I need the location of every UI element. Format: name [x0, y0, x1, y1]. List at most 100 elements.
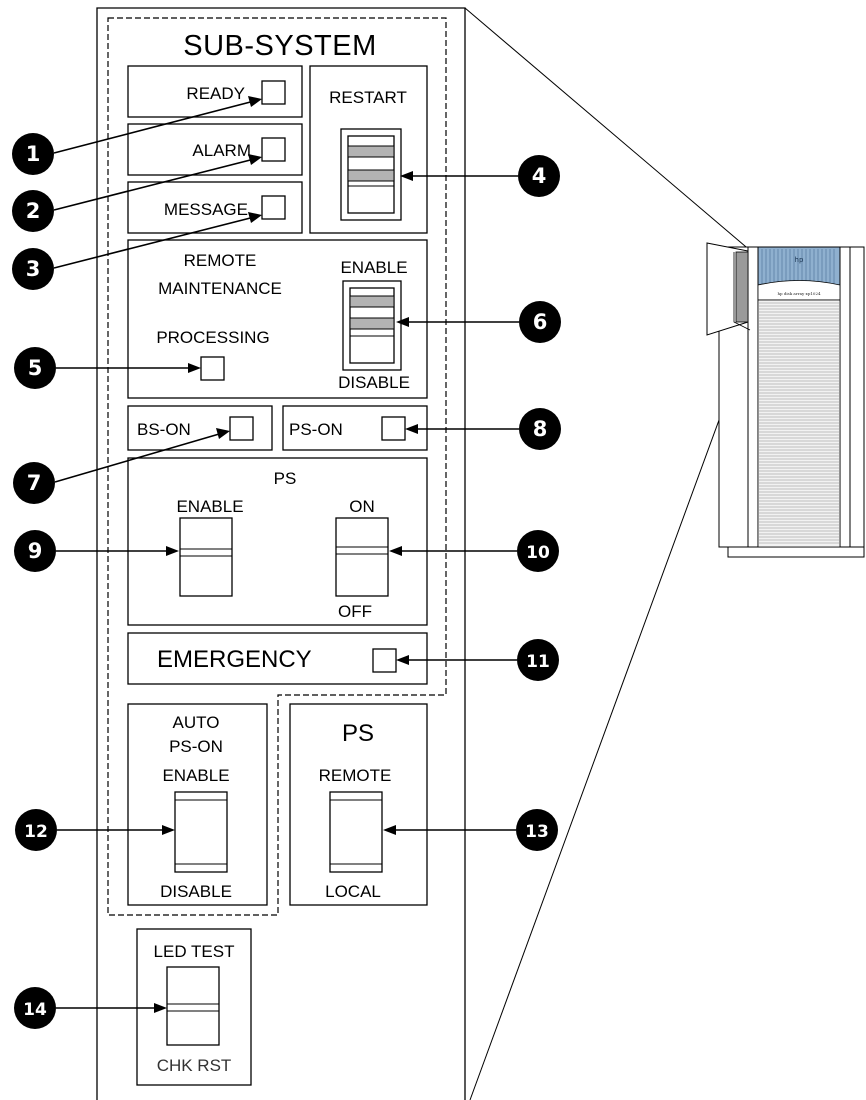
callout-marker: [14, 987, 56, 1029]
auto-disable-label: DISABLE: [160, 882, 232, 901]
cabinet-product-text: hp disk array xp1024: [777, 291, 821, 296]
callout-number: 2: [26, 199, 41, 223]
callout-marker: [13, 462, 55, 504]
restart-switch-stripe: [347, 169, 395, 182]
ps-local-label: LOCAL: [325, 882, 381, 901]
leader-line-2: [53, 157, 259, 211]
cabinet-badge: [757, 280, 841, 301]
arrowhead-3: [248, 212, 262, 223]
emergency-label: EMERGENCY: [157, 646, 312, 673]
callout-number: 11: [526, 652, 550, 672]
message-box: [127, 181, 303, 234]
remote-disable-label: DISABLE: [338, 373, 410, 392]
processing-label: PROCESSING: [156, 328, 269, 347]
led-test-label: LED TEST: [154, 942, 235, 961]
ready-led: [261, 80, 286, 105]
auto-ps-on-switch[interactable]: [174, 791, 228, 873]
ps-mode-label: PS: [342, 720, 374, 747]
arrowhead-12: [162, 825, 175, 835]
ready-label: READY: [186, 84, 245, 103]
callout-number: 3: [26, 257, 41, 281]
panel-title: SUB-SYSTEM: [183, 30, 377, 62]
ps-enable-switch[interactable]: [179, 517, 233, 597]
cabinet-grille: [757, 299, 841, 548]
ready-box: [127, 65, 303, 118]
restart-box: [309, 65, 428, 234]
arrowhead-14: [154, 1003, 167, 1013]
callout-marker: [12, 248, 54, 290]
cabinet-grille-lines: [759, 302, 839, 544]
callout-number: 4: [532, 164, 547, 188]
restart-switch-stripe: [347, 145, 395, 158]
callout-number: 5: [28, 356, 43, 380]
callout-marker: [15, 809, 57, 851]
cabinet-logo: hp: [795, 256, 804, 264]
callout-number: 12: [24, 822, 48, 842]
ps-mode-switch[interactable]: [329, 791, 383, 873]
ps-enable-label: ENABLE: [176, 497, 243, 516]
ps-on-off-switch[interactable]: [335, 517, 389, 597]
arrowhead-5: [188, 363, 201, 373]
ps-mode-box: [289, 703, 428, 906]
bs-on-led: [229, 416, 254, 441]
leader-line-1: [53, 99, 259, 154]
emergency-led: [372, 648, 397, 673]
remote-label-line1: REMOTE: [184, 251, 257, 270]
bs-on-label: BS-ON: [137, 420, 191, 439]
callout-marker: [519, 408, 561, 450]
callout-number: 9: [28, 539, 43, 563]
callout-number: 8: [533, 417, 548, 441]
ps-remote-label: REMOTE: [319, 766, 392, 785]
auto-label-line1: AUTO: [173, 713, 220, 732]
alarm-box: [127, 123, 303, 176]
auto-enable-label: ENABLE: [162, 766, 229, 785]
callout-marker: [14, 347, 56, 389]
subsystem-group-boundary: [107, 17, 447, 916]
remote-switch-stripe: [349, 295, 395, 308]
cabinet-door-handle: [733, 252, 751, 331]
cabinet-side-right: [839, 246, 851, 548]
callout-marker: [12, 133, 54, 175]
callout-marker: [12, 190, 54, 232]
panel-frame: [96, 7, 466, 1100]
message-led: [261, 195, 286, 220]
callout-number: 14: [23, 1000, 47, 1020]
ps-off-switch-label: OFF: [338, 602, 372, 621]
disk-array-cabinet: hp hp disk array xp1024: [706, 242, 865, 558]
emergency-box: [127, 632, 428, 685]
arrowhead-7: [216, 428, 230, 439]
callout-marker: [519, 301, 561, 343]
bs-on-box: [127, 405, 273, 451]
callout-marker: [14, 530, 56, 572]
led-test-switch[interactable]: [166, 966, 220, 1046]
arrowhead-10: [389, 546, 402, 556]
cabinet-base: [727, 546, 865, 558]
arrowhead-6: [396, 317, 409, 327]
chk-rst-label: CHK RST: [157, 1056, 232, 1075]
remote-maintenance-box: [127, 239, 428, 399]
arrowhead-2: [248, 154, 262, 165]
ps-label: PS: [274, 469, 297, 488]
callout-arrows: [53, 96, 519, 1013]
ps-on-led: [381, 416, 406, 441]
callout-marker: [516, 809, 558, 851]
led-test-box: [136, 928, 252, 1086]
arrowhead-13: [383, 825, 396, 835]
callout-number: 6: [533, 310, 548, 334]
callout-marker: [517, 639, 559, 681]
remote-label-line2: MAINTENANCE: [158, 279, 282, 298]
arrowhead-1: [248, 96, 262, 107]
ps-on-label: PS-ON: [289, 420, 343, 439]
zoom-line-bottom: [469, 329, 753, 1100]
leader-line-7: [54, 431, 227, 483]
message-label: MESSAGE: [164, 200, 248, 219]
callout-number: 7: [27, 471, 42, 495]
arrowhead-4: [400, 171, 413, 181]
auto-ps-on-box: [127, 703, 268, 906]
callout-number: 1: [26, 142, 41, 166]
cabinet-top-stripes: [761, 249, 835, 284]
restart-label: RESTART: [329, 88, 407, 107]
callout-number: 10: [526, 543, 550, 563]
auto-label-line2: PS-ON: [169, 737, 223, 756]
